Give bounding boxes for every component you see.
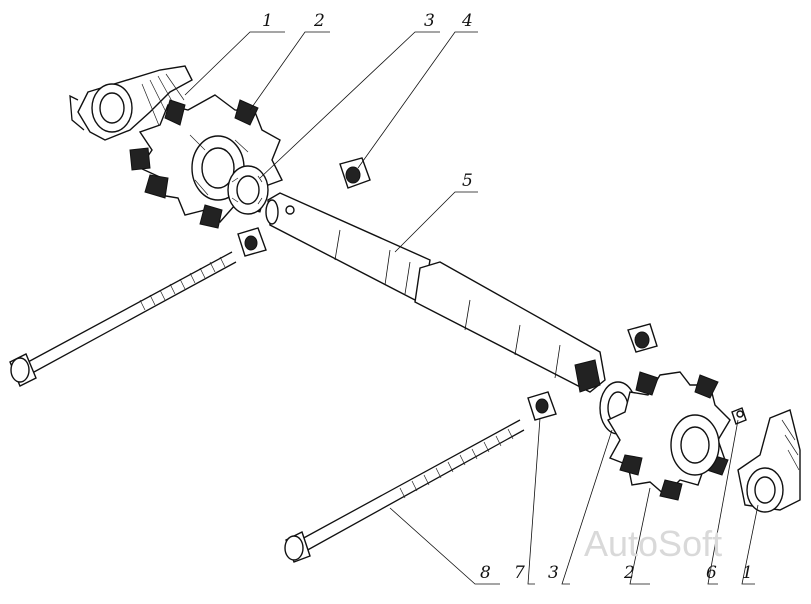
watermark: AutoSoft bbox=[584, 523, 722, 564]
shaft bbox=[265, 192, 606, 393]
bracket-lower bbox=[737, 409, 801, 513]
callout-leaders bbox=[184, 31, 759, 585]
callout-label: 6 bbox=[706, 563, 717, 583]
star-wheel-lower bbox=[607, 371, 731, 501]
bracket-upper bbox=[69, 65, 193, 141]
callout-label: 3 bbox=[424, 11, 435, 31]
bolt-lower bbox=[284, 419, 525, 563]
callout-label: 5 bbox=[462, 171, 473, 191]
washer-upper bbox=[227, 165, 269, 215]
pin bbox=[731, 407, 747, 425]
callout-label: 2 bbox=[623, 563, 635, 583]
callout-label: 7 bbox=[514, 563, 525, 583]
callout-label: 8 bbox=[480, 563, 491, 583]
callout-label: 1 bbox=[742, 563, 753, 583]
bolt-left bbox=[9, 251, 237, 387]
callout-label: 1 bbox=[262, 11, 273, 31]
callout-label: 4 bbox=[461, 11, 473, 31]
square-nut-lower bbox=[527, 391, 557, 421]
callout-label: 3 bbox=[548, 563, 559, 583]
callout-label: 2 bbox=[313, 11, 325, 31]
square-nut-left bbox=[237, 227, 267, 257]
square-nut-right bbox=[627, 323, 658, 353]
square-nut-upper bbox=[339, 157, 371, 189]
